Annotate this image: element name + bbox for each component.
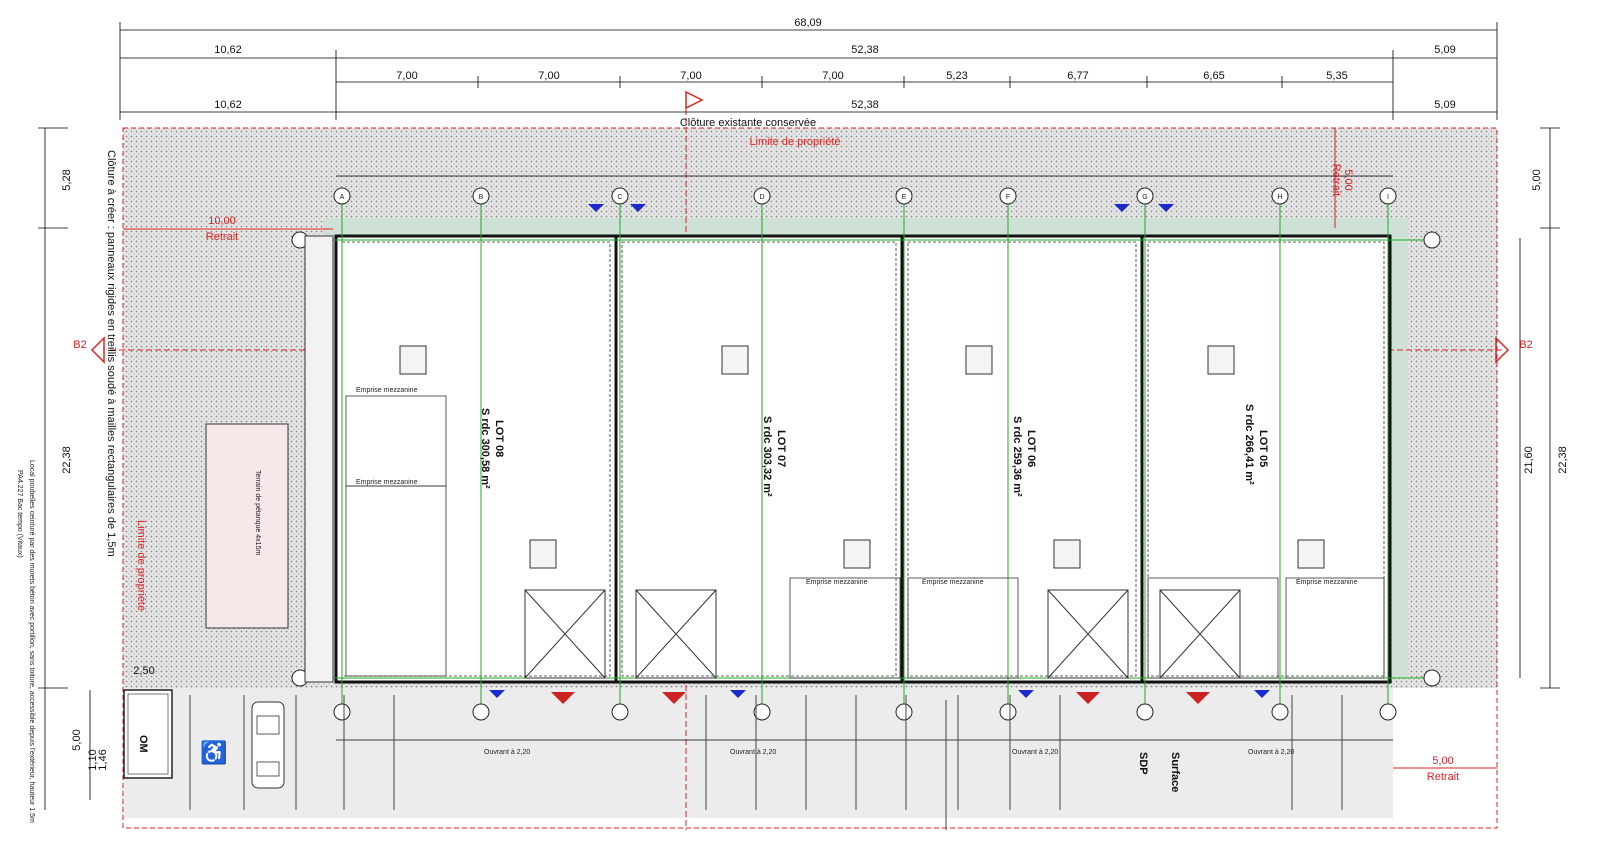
- dim-left-4: 1,10: [87, 749, 99, 770]
- overhang-label-3: Ouvrant à 2,20: [1012, 749, 1058, 756]
- grid-letters-top: A B C D E F G H I: [340, 194, 1389, 201]
- lot-06-area: S rdc 259,36 m²: [1011, 416, 1023, 497]
- dim-top-1: 10,62: [214, 44, 242, 56]
- lot-06: LOT 06 S rdc 259,36 m²: [1011, 416, 1037, 497]
- overhang-label-4: Ouvrant à 2,20: [1248, 749, 1294, 756]
- existing-fence-label: Clôture existante conservée: [680, 117, 816, 129]
- setback-bottom-value: 5,00: [1432, 755, 1453, 767]
- mezzanine-label-2: Emprise mezzanine: [356, 479, 418, 486]
- trash-room: [123, 689, 173, 779]
- lot-08-name: LOT 08: [493, 420, 505, 457]
- dim-bay-7: 6,65: [1203, 70, 1224, 82]
- setback-left-label: Retrait: [206, 231, 238, 243]
- lot-05-name: LOT 05: [1257, 430, 1269, 467]
- dim-left-5: 1,46: [97, 749, 109, 770]
- grid-letter: I: [1387, 194, 1389, 201]
- mezzanine-label-5: Emprise mezzanine: [1296, 579, 1358, 586]
- dim-left-3: 5,00: [71, 729, 83, 750]
- dim-second-3: 5,09: [1434, 99, 1455, 111]
- lot-08-area: S rdc 300,58 m²: [479, 408, 491, 489]
- dim-bay-6: 6,77: [1067, 70, 1088, 82]
- overhang-label-2: Ouvrant à 2,20: [730, 749, 776, 756]
- lot-06-name: LOT 06: [1025, 430, 1037, 467]
- dim-bay-4: 7,00: [822, 70, 843, 82]
- section-marker-right: [1495, 336, 1510, 364]
- accessible-parking-icon: ♿: [200, 740, 227, 765]
- dim-top-2: 52,38: [851, 44, 879, 56]
- section-marker-left: [90, 336, 105, 364]
- property-limit: [122, 127, 1498, 829]
- trash-room-ref: PA4.227 Bac tempo (Vitaux): [16, 470, 23, 558]
- dim-bottom-width: 2,50: [133, 665, 154, 677]
- mezzanine-label-3: Emprise mezzanine: [806, 579, 868, 586]
- dim-second-1: 10,62: [214, 99, 242, 111]
- section-marker-top: [685, 90, 704, 110]
- trash-room-label: Local poubelles ceinturé par des murets …: [28, 460, 35, 823]
- om-label: OM: [137, 735, 149, 753]
- dim-right-3: 21,60: [1523, 446, 1535, 474]
- surface-label: Surface: [1169, 752, 1181, 792]
- setback-left-value: 10,00: [208, 215, 236, 227]
- dim-left-1: 5,28: [61, 169, 73, 190]
- lot-walls: [614, 236, 1144, 682]
- section-left-label: B2: [73, 339, 86, 351]
- petanque-court: [205, 423, 289, 629]
- overhang-label-1: Ouvrant à 2,20: [484, 749, 530, 756]
- grid-letter: F: [1006, 194, 1010, 201]
- grid-letter: D: [759, 194, 764, 201]
- dim-bay-8: 5,35: [1326, 70, 1347, 82]
- dim-bay-3: 7,00: [680, 70, 701, 82]
- setback-top-label: Retrait: [1330, 164, 1342, 196]
- property-limit-top-label: Limite de propriété: [749, 136, 840, 148]
- lot-05: LOT 05 S rdc 266,41 m²: [1243, 404, 1269, 485]
- dim-left-2: 22,38: [61, 446, 73, 474]
- lot-08: LOT 08 S rdc 300,58 m²: [479, 408, 505, 489]
- dim-bay-5: 5,23: [946, 70, 967, 82]
- entrance-markers: [489, 204, 1270, 704]
- dim-top-3: 5,09: [1434, 44, 1455, 56]
- grid-letter: H: [1277, 194, 1282, 201]
- building-outline: [334, 234, 1392, 684]
- lot-07-area: S rdc 303,32 m²: [761, 416, 773, 497]
- dim-right-1: 5,00: [1531, 169, 1543, 190]
- grid-bubbles: [291, 187, 1441, 721]
- grid-letter: B: [479, 194, 484, 201]
- lot-05-area: S rdc 266,41 m²: [1243, 404, 1255, 485]
- dim-second-2: 52,38: [851, 99, 879, 111]
- section-right-label: B2: [1519, 339, 1532, 351]
- dimension-lines: [38, 22, 1560, 810]
- mezzanine-label-4: Emprise mezzanine: [922, 579, 984, 586]
- grid-letter: C: [617, 194, 622, 201]
- setback-top-value: 5,00: [1342, 169, 1354, 190]
- grid-letter: A: [340, 194, 345, 201]
- sdp-label: SDP: [1137, 752, 1149, 775]
- lot-07-name: LOT 07: [775, 430, 787, 467]
- dim-right-2: 22,38: [1557, 446, 1569, 474]
- property-limit-left-label: Limite de propriété: [135, 520, 147, 611]
- car-icon: [251, 701, 285, 789]
- mezzanine-label-1: Emprise mezzanine: [356, 387, 418, 394]
- fence-to-create-label: Clôture à créer : panneaux rigides en tr…: [105, 150, 117, 557]
- parking-stalls: [189, 695, 1343, 830]
- skylights: [399, 345, 1325, 569]
- petanque-label: Terrain de pétanque 4x15m: [254, 470, 261, 555]
- dim-bay-2: 7,00: [538, 70, 559, 82]
- grid-letter: E: [902, 194, 907, 201]
- grid-letter: G: [1142, 194, 1147, 201]
- lot-07: LOT 07 S rdc 303,32 m²: [761, 416, 787, 497]
- loading-doors: [524, 589, 1241, 679]
- dim-overall: 68,09: [794, 17, 822, 29]
- mezzanine-outlines: [345, 395, 1385, 679]
- dim-bay-1: 7,00: [396, 70, 417, 82]
- setback-bottom-label: Retrait: [1427, 771, 1459, 783]
- side-stair-band: [304, 235, 334, 683]
